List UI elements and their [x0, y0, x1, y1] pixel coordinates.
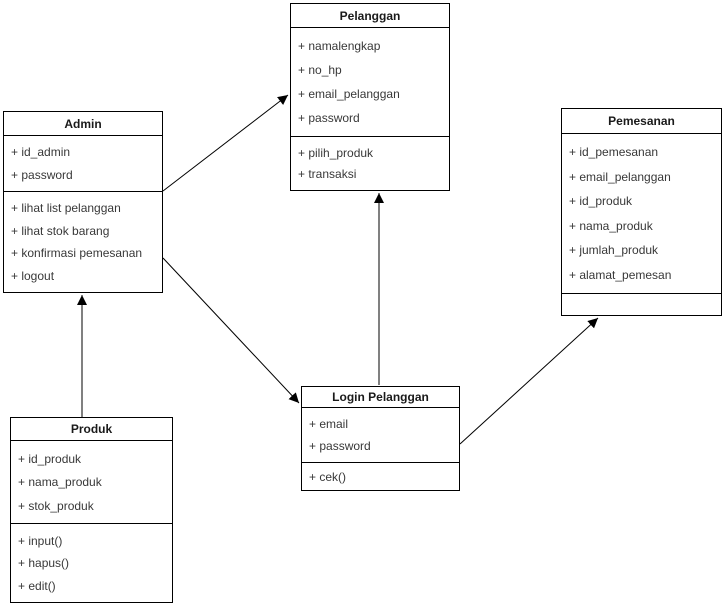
method-row: + input(): [18, 533, 63, 548]
attributes-section: + id_produk + nama_produk + stok_produk: [11, 441, 172, 524]
attributes-section: + id_pemesanan + email_pelanggan + id_pr…: [562, 134, 721, 294]
method-row: + logout: [11, 268, 55, 283]
attribute-row: + password: [298, 111, 360, 125]
method-row: + lihat stok barang: [11, 223, 110, 238]
methods-section: + lihat list pelanggan + lihat stok bara…: [4, 192, 162, 292]
attribute-row: + email_pelanggan: [569, 169, 671, 184]
class-title-pelanggan: Pelanggan: [291, 4, 449, 28]
methods-section-empty: [562, 294, 721, 315]
method-row: + pilih_produk: [298, 145, 374, 160]
method-row: + cek(): [309, 469, 347, 484]
methods-section: + pilih_produk + transaksi: [291, 137, 449, 190]
class-title-pemesanan: Pemesanan: [562, 109, 721, 134]
attribute-row: + nama_produk: [569, 218, 653, 233]
attribute-row: + email: [309, 417, 349, 431]
attributes-section: + namalengkap + no_hp + email_pelanggan …: [291, 28, 449, 137]
attribute-row: + alamat_pemesan: [569, 267, 672, 282]
attributes-section: + email + password: [302, 408, 459, 463]
attribute-row: + password: [309, 439, 371, 453]
class-box-login-pelanggan: Login Pelanggan + email + password + cek…: [301, 386, 460, 491]
method-row: + hapus(): [18, 556, 70, 570]
attribute-row: + email_pelanggan: [298, 87, 400, 101]
attribute-row: + id_pemesanan: [569, 145, 659, 160]
methods-section: + cek(): [302, 463, 459, 490]
connector-admin-to-pelanggan: [162, 94, 289, 192]
attributes-section: + id_admin + password: [4, 136, 162, 192]
class-box-pelanggan: Pelanggan + namalengkap + no_hp + email_…: [290, 3, 450, 191]
method-row: + lihat list pelanggan: [11, 201, 121, 216]
attribute-row: + password: [11, 167, 73, 182]
methods-section: + input() + hapus() + edit(): [11, 524, 172, 602]
attribute-row: + id_produk: [18, 451, 82, 466]
attribute-row: + no_hp: [298, 63, 342, 77]
class-box-produk: Produk + id_produk + nama_produk + stok_…: [10, 417, 173, 603]
class-title-produk: Produk: [11, 418, 172, 441]
method-row: + transaksi: [298, 167, 357, 182]
connector-admin-to-login-pelanggan: [162, 257, 300, 404]
attribute-row: + id_produk: [569, 194, 633, 209]
method-row: + konfirmasi pemesanan: [11, 246, 143, 261]
method-row: + edit(): [18, 578, 56, 593]
class-box-pemesanan: Pemesanan + id_pemesanan + email_pelangg…: [561, 108, 722, 316]
attribute-row: + stok_produk: [18, 498, 94, 513]
class-title-login-pelanggan: Login Pelanggan: [302, 387, 459, 408]
attribute-row: + namalengkap: [298, 39, 381, 53]
attribute-row: + nama_produk: [18, 475, 102, 489]
class-box-admin: Admin + id_admin + password + lihat list…: [3, 111, 163, 293]
connector-login-pelanggan-to-pemesanan: [459, 317, 599, 445]
attribute-row: + jumlah_produk: [569, 243, 659, 258]
attribute-row: + id_admin: [11, 145, 71, 160]
class-title-admin: Admin: [4, 112, 162, 136]
